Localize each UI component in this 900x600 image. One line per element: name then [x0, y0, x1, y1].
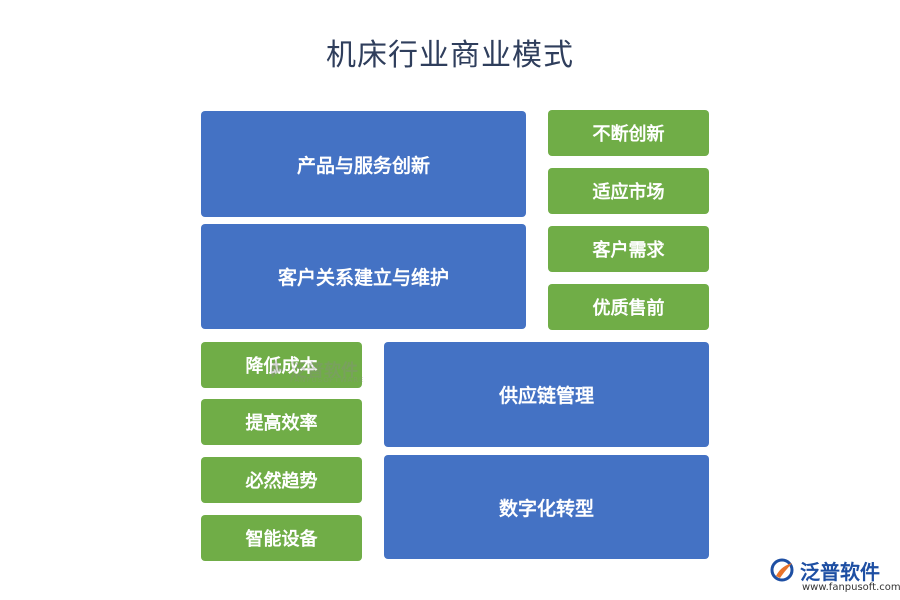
tag-improve-efficiency: 提高效率	[201, 399, 362, 445]
brand-url: www.fanpusoft.com	[802, 582, 900, 593]
block-customer-relationship: 客户关系建立与维护	[201, 224, 526, 329]
diagram-title: 机床行业商业模式	[326, 38, 574, 73]
block-digital-transformation: 数字化转型	[384, 455, 709, 559]
tag-customer-demand: 客户需求	[548, 226, 709, 272]
brand-logo-icon	[770, 558, 794, 582]
block-supply-chain: 供应链管理	[384, 342, 709, 447]
tag-smart-equipment: 智能设备	[201, 515, 362, 561]
tag-inevitable-trend: 必然趋势	[201, 457, 362, 503]
brand-logo-block: 泛普软件 www.fanpusoft.com	[770, 556, 900, 596]
tag-adapt-market: 适应市场	[548, 168, 709, 214]
tag-reduce-cost: 降低成本	[201, 342, 362, 388]
tag-continuous-innovation: 不断创新	[548, 110, 709, 156]
brand-name: 泛普软件	[800, 560, 880, 584]
block-product-service-innovation: 产品与服务创新	[201, 111, 526, 217]
tag-presales-quality: 优质售前	[548, 284, 709, 330]
